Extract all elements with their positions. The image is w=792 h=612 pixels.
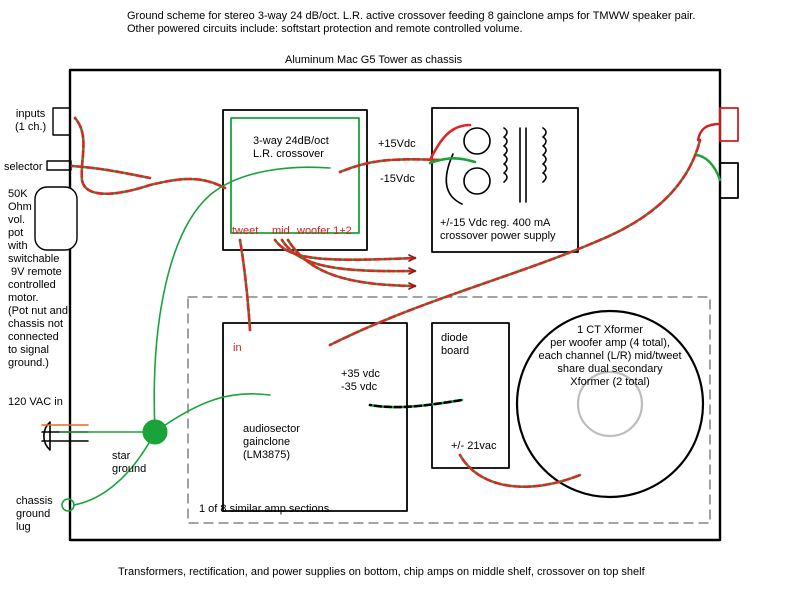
speaker-wire-red	[696, 122, 722, 142]
amp-box	[222, 322, 408, 512]
speaker-output-black	[719, 162, 739, 199]
selector-switch	[46, 160, 72, 171]
selector-label: selector	[4, 161, 43, 173]
diode-board-label: diode board	[441, 332, 470, 357]
gainclone-label: audiosector gainclone (LM3875)	[243, 423, 300, 461]
chassis-ground-lug-label: chassis ground lug	[16, 495, 53, 533]
amp-section-note: 1 of 8 similar amp sections	[199, 503, 330, 515]
header-line-2: Other powered circuits include: softstar…	[127, 23, 523, 35]
chassis-ground-lug	[61, 498, 75, 512]
transformer-symbol	[445, 127, 547, 205]
chassis-outline	[68, 68, 722, 542]
crossover-psu-box	[431, 107, 579, 253]
amp-rails-label: +35 vdc -35 vdc	[341, 368, 380, 393]
crossover-woofer-label: woofer 1+2	[297, 225, 352, 237]
footer-note: Transformers, rectification, and power s…	[118, 566, 645, 578]
inputs-jack	[52, 107, 71, 136]
crossover-tweet-label: tweet	[232, 225, 259, 237]
inputs-label: inputs (1 ch.)	[15, 108, 47, 133]
star-ground-label: star ground	[112, 450, 147, 475]
mains-inlet-label: 120 VAC in	[8, 396, 63, 408]
transformer-label: 1 CT Xformer per woofer amp (4 total), e…	[538, 324, 682, 388]
toroid-transformer-outer	[515, 309, 705, 499]
ground-wires	[59, 166, 331, 506]
psu-minus-label: -15Vdc	[380, 173, 415, 185]
crossover-psu-label: +/-15 Vdc reg. 400 mA crossover power su…	[440, 217, 556, 242]
speaker-wire-green	[693, 153, 722, 182]
crossover-ground-outline	[230, 117, 360, 234]
header-line-1: Ground scheme for stereo 3-way 24 dB/oct…	[127, 10, 696, 22]
diode-board-voltage: +/- 21vac	[451, 440, 497, 452]
mains-inlet	[43, 421, 51, 451]
chassis-title: Aluminum Mac G5 Tower as chassis	[285, 54, 463, 66]
twisted-signal-wires	[70, 116, 702, 488]
psu-plus-label: +15Vdc	[378, 138, 416, 150]
toroid-transformer-inner	[576, 370, 644, 438]
volume-pot	[34, 186, 78, 251]
volume-pot-label: 50K Ohm vol. pot with switchable 9V remo…	[8, 188, 68, 369]
amp-in-label: in	[233, 342, 242, 354]
speaker-output-red	[719, 107, 739, 142]
crossover-title: 3-way 24dB/oct L.R. crossover	[253, 135, 329, 160]
output-arrows	[408, 254, 416, 290]
crossover-mid-label: mid	[272, 225, 290, 237]
